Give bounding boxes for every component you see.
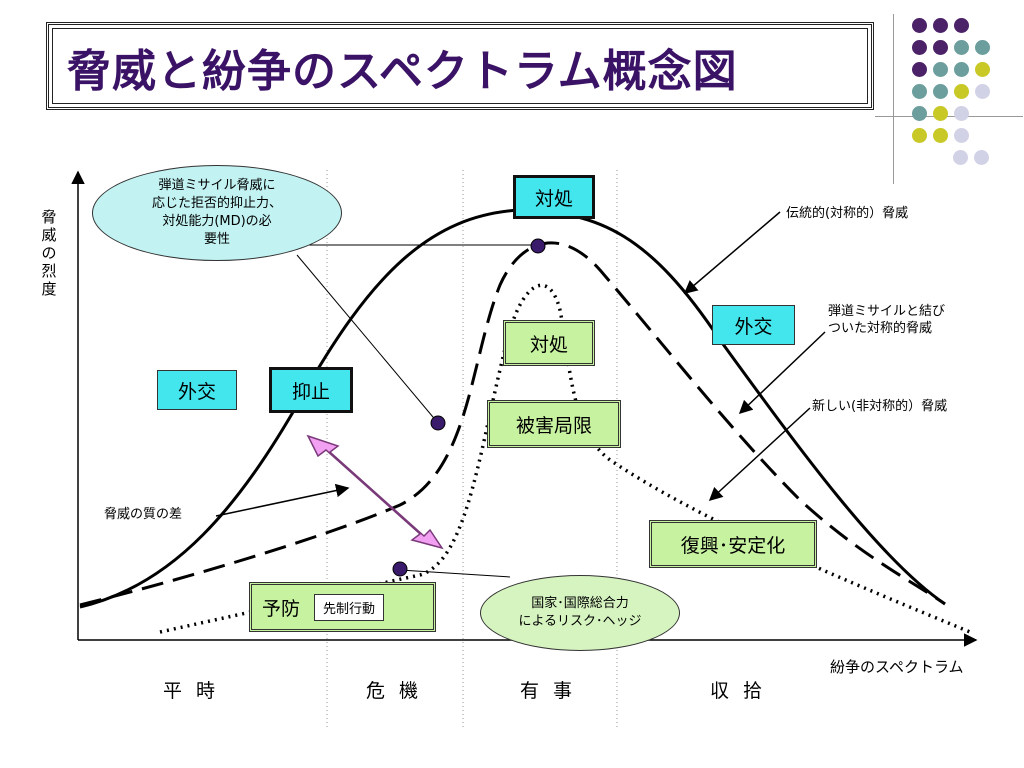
x-axis-label: 紛争のスペクトラム — [830, 658, 964, 676]
label-quality-diff: 脅威の質の差 — [104, 507, 183, 522]
decor-dot — [975, 62, 990, 77]
arrow-missile — [738, 331, 826, 415]
decor-dot — [912, 18, 927, 33]
box-gaiko-right: 外交 — [712, 305, 795, 345]
box-yobo: 予防 先制行動 — [249, 582, 436, 632]
decor-dot — [974, 150, 989, 165]
box-gaiko-left: 外交 — [157, 370, 237, 410]
ellipse-hedge-line-2: によるリスク･ヘッジ — [518, 614, 642, 629]
ellipse-md-line-4: 要性 — [203, 232, 230, 247]
label-missile-threat: 弾道ミサイルと結び ついた対称的脅威 — [828, 303, 945, 337]
decor-dot — [912, 40, 927, 55]
ellipse-hedge-line-1: 国家･国際総合力 — [531, 596, 629, 611]
decor-dot — [933, 128, 948, 143]
curve-new-threat — [159, 283, 971, 634]
box-taisho-mid: 対処 — [503, 320, 595, 366]
page-title: 脅威と紛争のスペクトラム概念図 — [67, 46, 738, 97]
decor-dot — [912, 62, 927, 77]
label-missile-line-1: 弾道ミサイルと結び — [828, 304, 946, 319]
phase-shushu: 収拾 — [710, 680, 777, 702]
box-sensei-koudou: 先制行動 — [314, 593, 385, 621]
box-taisho-top: 対処 — [513, 175, 595, 219]
y-axis-label-char: 度 — [41, 280, 57, 298]
box-yokushi: 抑止 — [269, 367, 353, 413]
quality-gap-double-arrow — [306, 434, 444, 550]
y-axis-label-char: の — [41, 244, 57, 262]
phase-yuji: 有事 — [520, 680, 587, 702]
connector-top-ellipse-to-marker-b — [296, 254, 439, 424]
box-higai-kyokugen: 被害局限 — [487, 400, 621, 448]
decor-dot — [954, 18, 969, 33]
y-axis-label-char: 烈 — [41, 262, 57, 280]
arrow-traditional — [683, 211, 781, 294]
decor-dot — [912, 106, 927, 121]
decor-dot — [933, 40, 948, 55]
decor-dot — [953, 150, 968, 165]
decor-dot — [954, 84, 969, 99]
decor-dot — [912, 128, 927, 143]
decor-dot — [954, 128, 969, 143]
decor-dot — [975, 40, 990, 55]
decor-dot — [912, 84, 927, 99]
decor-dot — [933, 62, 948, 77]
connector-bottom-ellipse-to-marker — [399, 569, 511, 578]
label-new-threat: 新しい(非対称的）脅威 — [812, 399, 948, 414]
phase-kiki: 危機 — [366, 680, 433, 702]
ellipse-md-line-2: 応じた拒否的抑止力、 — [151, 196, 282, 211]
arrow-new-threat — [708, 407, 811, 502]
label-traditional-threat: 伝統的(対称的）脅威 — [786, 206, 909, 221]
decor-vertical-rule — [893, 14, 894, 184]
ellipse-md-line-1: 弾道ミサイル脅威に — [158, 178, 276, 193]
decor-horizontal-rule — [875, 116, 1023, 117]
label-missile-line-2: ついた対称的脅威 — [828, 321, 933, 336]
ellipse-md-line-3: 対処能力(MD)の必 — [162, 214, 272, 229]
ellipse-risk-hedge: 国家･国際総合力 によるリスク･ヘッジ — [480, 575, 680, 651]
decor-dot — [954, 40, 969, 55]
y-axis-label-char: 脅 — [41, 208, 57, 226]
decor-dot — [933, 106, 948, 121]
marker-crisis — [430, 415, 446, 431]
ellipse-md-requirement: 弾道ミサイル脅威に 応じた拒否的抑止力、 対処能力(MD)の必 要性 — [92, 165, 342, 261]
box-fukko-antei: 復興･安定化 — [649, 520, 817, 568]
curve-missile-threat — [79, 241, 946, 607]
decor-dot — [933, 18, 948, 33]
decor-dot — [975, 84, 990, 99]
arrow-quality-diff — [215, 483, 350, 517]
marker-prevention — [392, 561, 408, 577]
title-frame: 脅威と紛争のスペクトラム概念図 — [46, 22, 874, 110]
box-yobo-label: 予防 — [262, 597, 301, 620]
decor-dot — [954, 62, 969, 77]
y-axis-label-char: 威 — [41, 226, 57, 244]
decor-dot — [933, 84, 948, 99]
marker-peak — [530, 238, 546, 254]
phase-heiji: 平時 — [163, 680, 230, 702]
decor-dot — [954, 106, 969, 121]
y-axis-label: 脅威の烈度 — [39, 208, 59, 298]
